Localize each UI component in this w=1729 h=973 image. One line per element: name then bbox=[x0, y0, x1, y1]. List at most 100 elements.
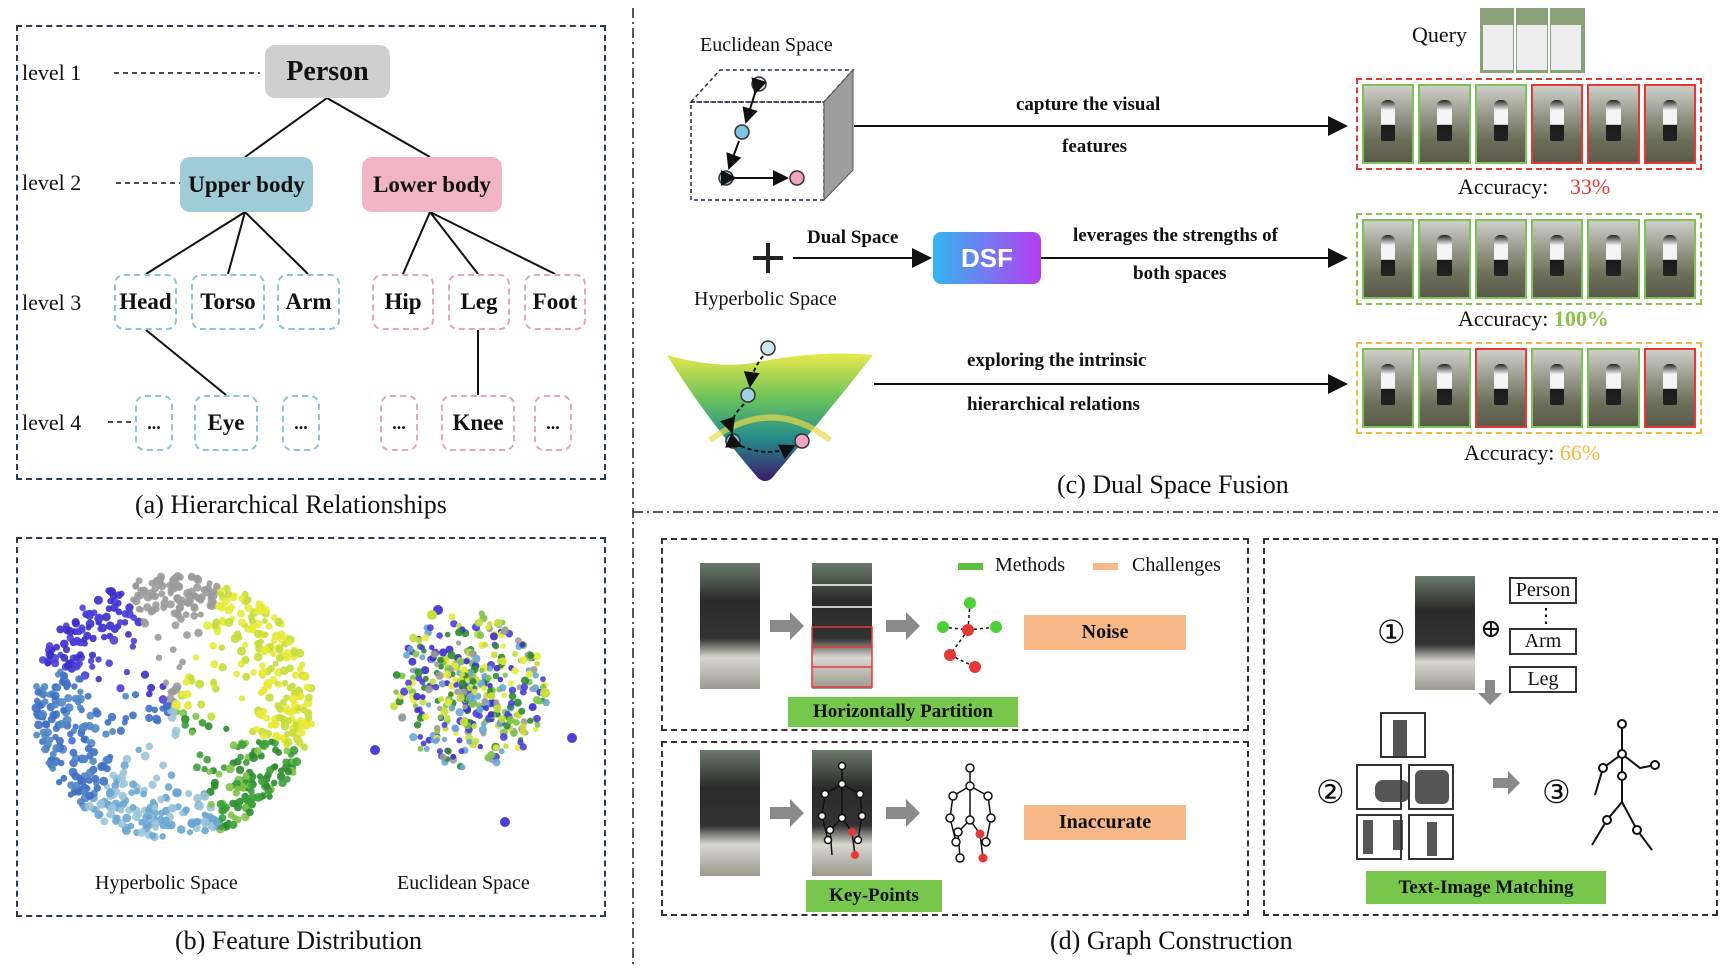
euclidean-point bbox=[471, 723, 478, 730]
hyperbolic-point bbox=[246, 797, 254, 805]
hyperbolic-point bbox=[241, 655, 250, 665]
hyperbolic-point bbox=[238, 595, 245, 602]
arrow1-text-line2: features bbox=[1062, 136, 1128, 157]
matching-box bbox=[1263, 538, 1718, 916]
hyperbolic-point bbox=[71, 694, 80, 703]
node-foot: Foot bbox=[524, 274, 586, 330]
hyperbolic-point bbox=[176, 664, 183, 671]
hyperbolic-point bbox=[110, 625, 119, 633]
hyperbolic-point bbox=[41, 745, 50, 754]
hyperbolic-point bbox=[203, 755, 211, 764]
hyperbolic-point bbox=[211, 621, 220, 630]
hyperbolic-point bbox=[56, 625, 65, 634]
result-frame bbox=[1474, 348, 1527, 428]
hyperbolic-space-title: Hyperbolic Space bbox=[694, 288, 837, 310]
hyperbolic-point bbox=[145, 813, 153, 820]
hyperbolic-point bbox=[106, 587, 116, 596]
hyperbolic-point bbox=[95, 675, 102, 683]
hyperbolic-point bbox=[157, 795, 165, 804]
euclidean-point bbox=[504, 710, 511, 717]
hyperbolic-point bbox=[51, 701, 60, 709]
hyperbolic-point bbox=[247, 787, 255, 795]
euclidean-point bbox=[419, 678, 426, 686]
hyperbolic-point bbox=[129, 780, 138, 789]
hyperbolic-point bbox=[89, 663, 96, 670]
hyperbolic-point bbox=[84, 744, 93, 753]
hyperbolic-point bbox=[99, 776, 109, 786]
hyperbolic-point bbox=[130, 637, 138, 645]
text-dots: ⋮ bbox=[1536, 605, 1556, 627]
legend-challenges: Challenges bbox=[1132, 554, 1221, 576]
hyperbolic-point bbox=[202, 812, 210, 820]
hyperbolic-point bbox=[301, 672, 310, 681]
hyperbolic-point bbox=[162, 679, 170, 687]
hyperbolic-point bbox=[110, 603, 119, 612]
hyperbolic-point bbox=[181, 721, 189, 729]
euclidean-point bbox=[498, 715, 506, 723]
hyperbolic-point bbox=[237, 753, 244, 760]
hyperbolic-point bbox=[104, 719, 112, 726]
hyperbolic-point bbox=[52, 744, 61, 753]
hyperbolic-point bbox=[283, 707, 291, 715]
euclidean-point bbox=[519, 722, 527, 730]
accuracy-1-label: Accuracy: bbox=[1458, 174, 1549, 199]
hyperbolic-point bbox=[192, 712, 200, 721]
euclidean-point bbox=[450, 753, 457, 760]
euclidean-point bbox=[499, 684, 507, 692]
euclidean-point bbox=[445, 748, 452, 755]
hyperbolic-point bbox=[55, 779, 63, 786]
euclidean-point bbox=[501, 692, 507, 698]
hyperbolic-point bbox=[59, 639, 69, 649]
euclidean-point bbox=[406, 684, 413, 691]
node-leg: Leg bbox=[448, 274, 510, 330]
hyperbolic-point bbox=[198, 593, 206, 602]
hyperbolic-point bbox=[99, 762, 108, 771]
hyperbolic-point bbox=[258, 711, 266, 720]
hyperbolic-point bbox=[201, 826, 209, 835]
euclidean-point bbox=[519, 656, 528, 665]
node-eye: Eye bbox=[194, 395, 258, 451]
hyperbolic-point bbox=[217, 824, 224, 831]
result-strip-euclidean bbox=[1356, 78, 1702, 170]
hyperbolic-point bbox=[183, 631, 191, 639]
euclidean-point bbox=[533, 696, 541, 704]
hyperbolic-point bbox=[148, 579, 156, 587]
hyperbolic-point bbox=[232, 779, 241, 788]
hyperbolic-point bbox=[278, 778, 287, 788]
hyperbolic-point bbox=[122, 826, 131, 835]
euclidean-outlier bbox=[427, 610, 437, 620]
hyperbolic-point bbox=[219, 616, 226, 624]
euclidean-point bbox=[452, 662, 459, 669]
hyperbolic-point bbox=[218, 814, 227, 822]
euclidean-point bbox=[436, 748, 443, 755]
euclidean-point bbox=[419, 694, 426, 700]
hyperbolic-point bbox=[196, 751, 204, 759]
hyperbolic-point bbox=[213, 582, 221, 591]
hyperbolic-point bbox=[209, 642, 218, 650]
hyperbolic-point bbox=[91, 775, 100, 783]
euclidean-point bbox=[489, 632, 498, 641]
hyperbolic-point bbox=[58, 678, 66, 686]
hyperbolic-point bbox=[238, 740, 247, 750]
euclidean-point bbox=[487, 751, 496, 759]
euclidean-point bbox=[453, 730, 459, 737]
hyperbolic-point bbox=[93, 784, 102, 792]
euclidean-point bbox=[458, 748, 465, 755]
euclidean-point bbox=[450, 620, 458, 628]
euclidean-point bbox=[409, 733, 418, 742]
euclidean-point bbox=[452, 676, 459, 683]
hyperbolic-point bbox=[244, 604, 253, 612]
hyperbolic-point bbox=[72, 619, 80, 628]
hyperbolic-point bbox=[86, 711, 95, 720]
hyperbolic-point bbox=[159, 761, 168, 770]
result-frame bbox=[1418, 219, 1471, 299]
hyperbolic-point bbox=[171, 700, 181, 709]
hyperbolic-point bbox=[162, 701, 172, 711]
euclidean-point bbox=[508, 699, 515, 707]
hyperbolic-point bbox=[248, 782, 255, 790]
hyperbolic-point bbox=[297, 716, 305, 725]
hyperbolic-point bbox=[218, 644, 225, 651]
hyperbolic-point bbox=[125, 609, 134, 619]
